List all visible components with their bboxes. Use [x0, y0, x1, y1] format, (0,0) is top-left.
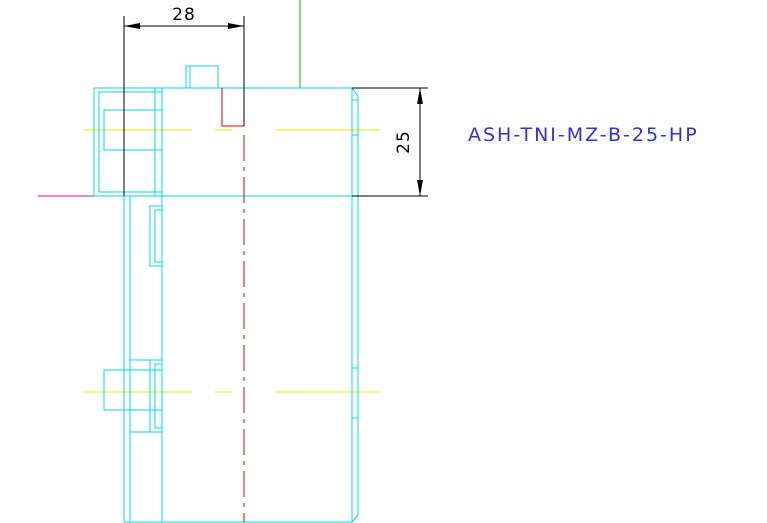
part-outline — [93, 65, 359, 523]
dimension-horizontal — [123, 16, 245, 196]
part-label: ASH-TNI-MZ-B-25-HP — [468, 124, 699, 146]
centerline-red — [221, 88, 245, 522]
dimension-vertical — [352, 87, 428, 197]
dimension-vertical-value: 25 — [394, 130, 414, 154]
dimension-horizontal-value: 28 — [172, 5, 196, 25]
